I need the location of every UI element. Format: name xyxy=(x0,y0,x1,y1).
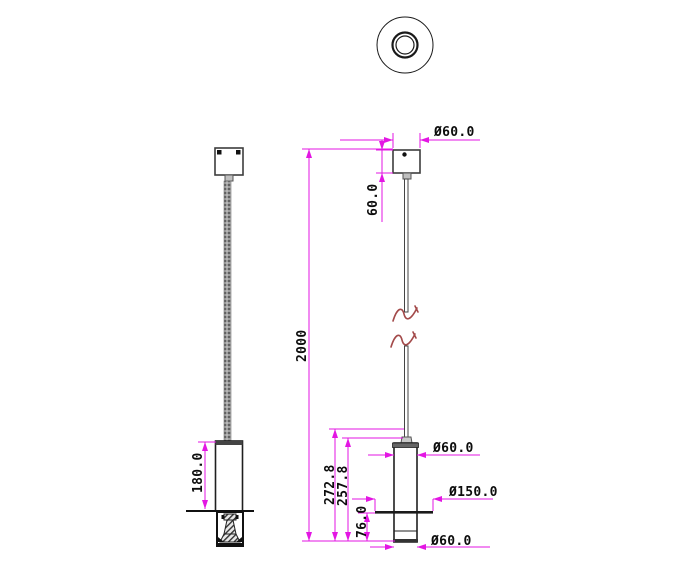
front-housing-corner-left xyxy=(218,537,224,542)
dim-label-suspension-length: 2000 xyxy=(295,329,310,362)
side-canopy xyxy=(392,149,421,174)
dim-body-diameter: Ø60.0 xyxy=(368,441,480,458)
dim-label-body-diameter: Ø60.0 xyxy=(432,441,474,456)
front-bulb-pin-right-icon xyxy=(235,515,239,519)
side-cable-lower xyxy=(404,345,409,438)
dim-label-body-height: 180.0 xyxy=(191,452,206,493)
side-lamp-top-cap xyxy=(392,442,419,448)
dim-arrow-right-icon xyxy=(385,452,394,458)
dim-arrow-left-icon xyxy=(420,137,429,143)
dim-lamp-lower-height: 76.0 xyxy=(355,505,375,541)
top-view xyxy=(376,16,434,74)
dim-lamp-total-height: 272.8 xyxy=(323,428,404,541)
cable-break-mark-upper-icon xyxy=(392,305,419,322)
front-bulb-base-section xyxy=(223,513,237,521)
dim-label-lamp-lower-height: 76.0 xyxy=(355,505,370,538)
side-view: Ø60.0 60.0 2000 272.8 xyxy=(295,125,498,550)
dim-arrow-down-icon xyxy=(364,532,370,541)
side-cable-gland xyxy=(402,172,412,180)
side-lamp-body xyxy=(393,442,418,543)
dim-label-canopy-height: 60.0 xyxy=(366,183,381,216)
front-canopy-screw-right-icon xyxy=(236,150,241,155)
dim-arrow-up-icon xyxy=(379,173,385,182)
dim-arrow-left-icon xyxy=(417,452,426,458)
dim-arrow-up-icon xyxy=(364,513,370,522)
dim-lamp-upper-height: 257.8 xyxy=(336,437,403,541)
cable-break-mark-lower-icon xyxy=(390,331,417,348)
front-braided-cable xyxy=(223,180,232,442)
dim-arrow-left-icon xyxy=(433,496,442,502)
dim-canopy-height: 60.0 xyxy=(366,140,393,222)
front-bulb-flare-section xyxy=(219,533,241,543)
dim-base-diameter: Ø60.0 xyxy=(370,534,490,550)
dim-arrow-right-icon xyxy=(384,137,393,143)
dim-arrow-right-icon xyxy=(366,496,375,502)
side-trim-ring-disc xyxy=(375,511,433,514)
dim-arrow-down-icon xyxy=(379,141,385,150)
dim-label-trim-ring-diameter: Ø150.0 xyxy=(448,485,498,500)
dim-canopy-diameter: Ø60.0 xyxy=(340,125,480,148)
front-canopy-screw-left-icon xyxy=(217,150,222,155)
dim-arrow-up-icon xyxy=(306,149,312,158)
dim-label-lamp-total-height: 272.8 xyxy=(323,464,338,505)
top-view-inner-circle xyxy=(395,35,415,55)
front-housing-corner-right xyxy=(236,537,242,542)
dim-arrow-down-icon xyxy=(332,532,338,541)
dim-arrow-down-icon xyxy=(345,532,351,541)
dim-arrow-down-icon xyxy=(306,532,312,541)
dim-body-height: 180.0 xyxy=(191,441,216,509)
dim-arrow-up-icon xyxy=(332,429,338,438)
front-housing-bottom-edge xyxy=(216,543,244,547)
top-view-outer-circle xyxy=(376,16,434,74)
dim-arrow-down-icon xyxy=(202,500,208,509)
top-view-ring-circle xyxy=(391,31,419,59)
dim-label-base-diameter: Ø60.0 xyxy=(430,534,472,549)
dim-trim-ring-diameter: Ø150.0 xyxy=(352,485,498,511)
dim-arrow-left-icon xyxy=(417,544,426,550)
front-bulb-pin-left-icon xyxy=(221,515,225,519)
side-canopy-screw-icon xyxy=(402,152,407,157)
dim-label-lamp-upper-height: 257.8 xyxy=(336,465,351,506)
side-cable-upper xyxy=(404,178,409,313)
front-lamp-top-cap xyxy=(215,441,243,445)
dim-label-canopy-diameter: Ø60.0 xyxy=(433,125,475,140)
front-lamp-body xyxy=(214,440,244,512)
dim-arrow-right-icon xyxy=(385,544,394,550)
front-cable-gland xyxy=(224,174,234,182)
front-view: 180.0 xyxy=(186,147,254,547)
side-base-bottom-edge xyxy=(393,539,418,543)
dim-arrow-up-icon xyxy=(345,438,351,447)
dim-arrow-up-icon xyxy=(202,442,208,451)
